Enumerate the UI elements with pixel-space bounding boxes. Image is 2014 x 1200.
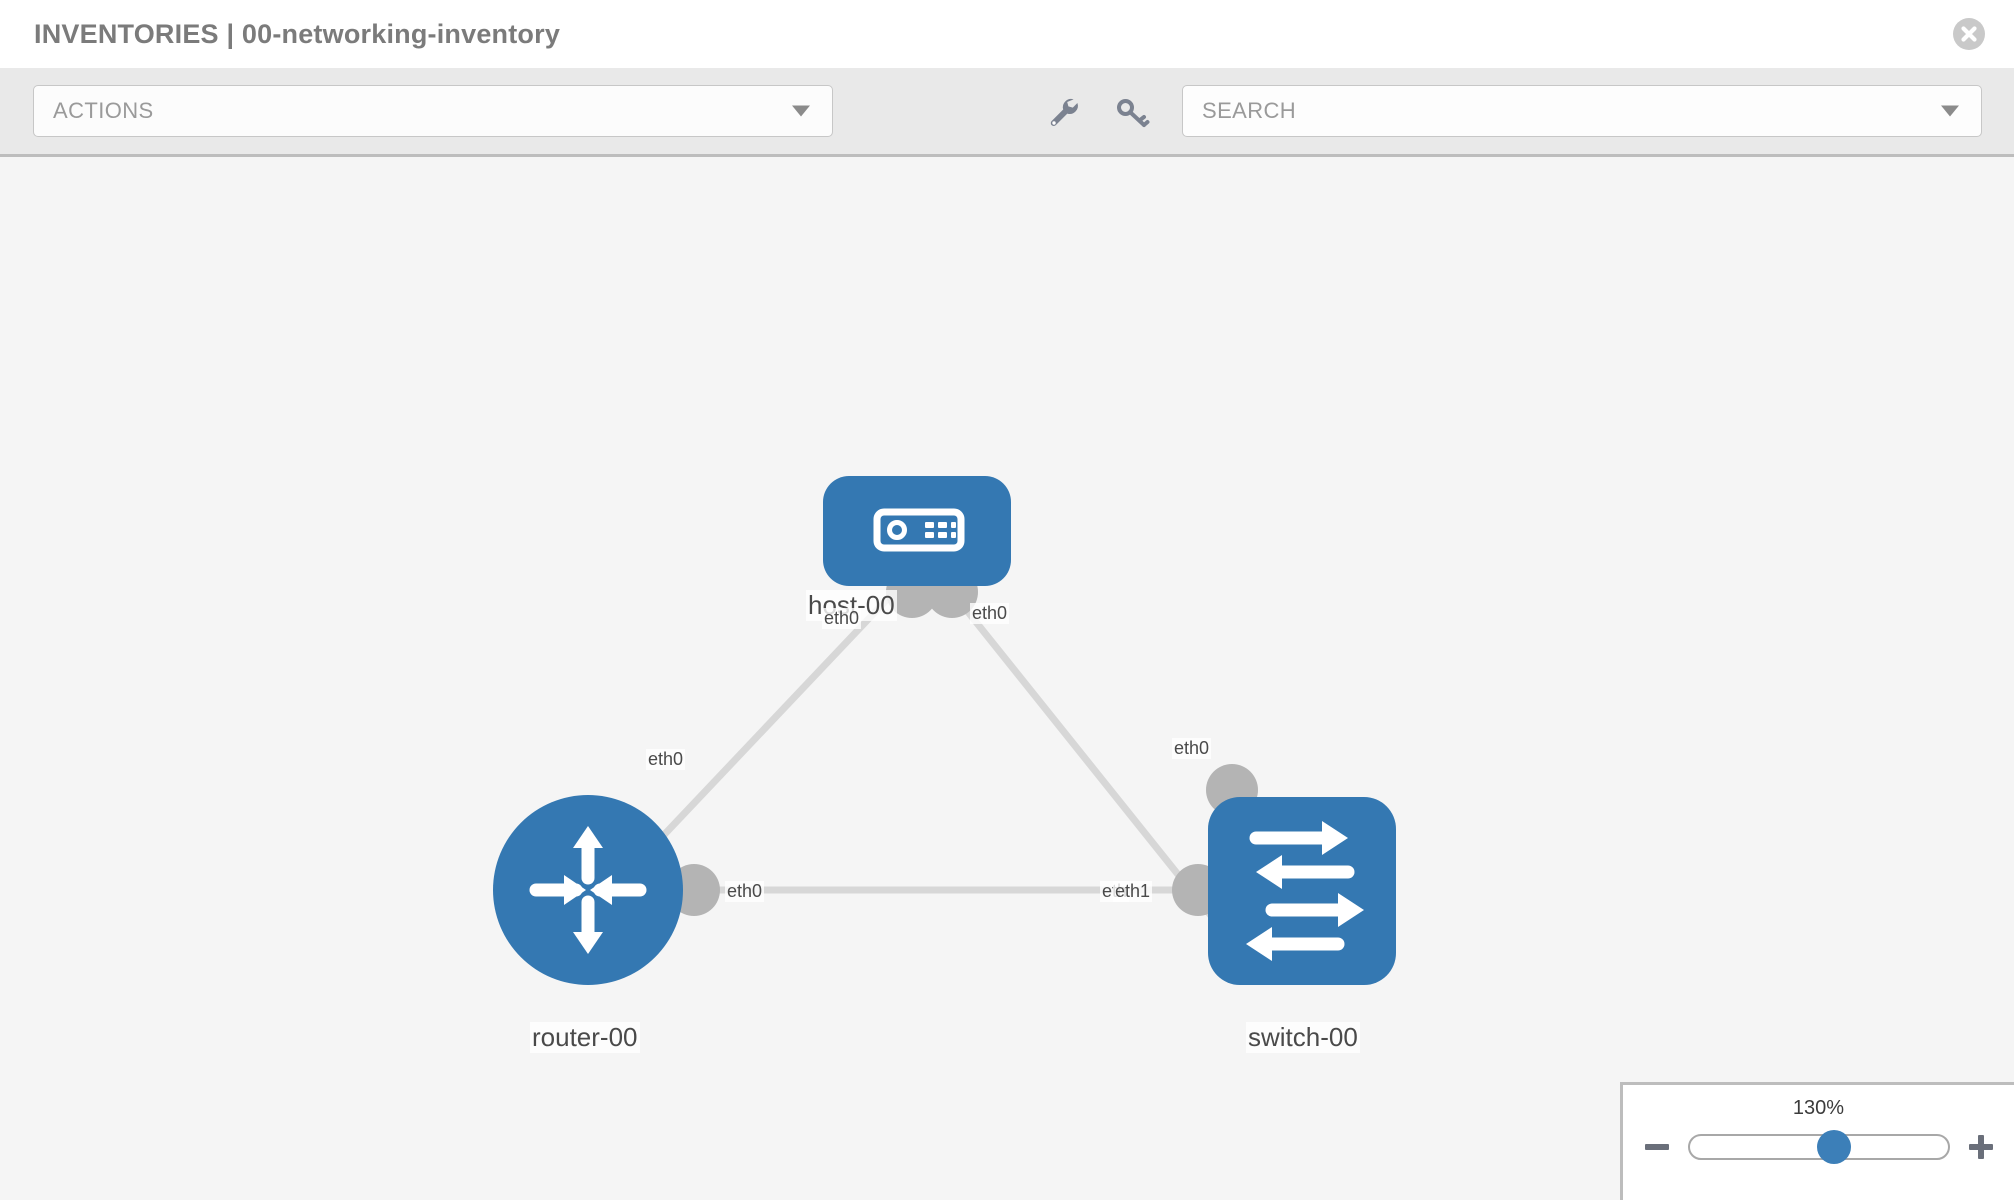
node-host-00[interactable] (823, 476, 1011, 586)
zoom-slider-track[interactable] (1687, 1130, 1950, 1164)
iface-label-host-right: eth0 (970, 603, 1010, 624)
zoom-slider-thumb[interactable] (1816, 1130, 1851, 1164)
iface-label-router-top: eth0 (646, 749, 686, 770)
search-input[interactable]: SEARCH (1182, 85, 1982, 137)
app-header: INVENTORIES | 00-networking-inventory (0, 0, 2014, 68)
node-switch-00[interactable] (1208, 797, 1396, 985)
actions-dropdown-label: ACTIONS (53, 98, 154, 123)
node-label-router-00: router-00 (530, 1022, 640, 1053)
close-icon[interactable] (1952, 17, 1986, 51)
topology-graph (493, 476, 1396, 985)
actions-dropdown[interactable]: ACTIONS (33, 85, 833, 137)
iface-label-host-left: eth0 (822, 608, 862, 629)
iface-label-switch-top: eth0 (1172, 738, 1212, 759)
topology-canvas[interactable]: host-00 router-00 switch-00 eth0 eth0 et… (0, 160, 2014, 1200)
zoom-in-button[interactable] (1966, 1132, 1996, 1162)
zoom-out-button[interactable] (1642, 1132, 1672, 1162)
node-router-00[interactable] (493, 795, 683, 985)
zoom-control-panel: 130% (1620, 1082, 2014, 1200)
iface-label-switch-left-b: eth1 (1113, 881, 1153, 902)
page-title: INVENTORIES | 00-networking-inventory (34, 18, 561, 49)
iface-label-router-right: eth0 (725, 881, 765, 902)
wrench-icon[interactable] (1043, 92, 1083, 132)
search-placeholder: SEARCH (1202, 98, 1297, 123)
key-icon[interactable] (1112, 92, 1152, 132)
node-label-switch-00: switch-00 (1246, 1022, 1360, 1053)
chevron-down-icon (1941, 105, 1959, 117)
chevron-down-icon (792, 105, 810, 117)
zoom-percent-label: 130% (1792, 1097, 1845, 1119)
